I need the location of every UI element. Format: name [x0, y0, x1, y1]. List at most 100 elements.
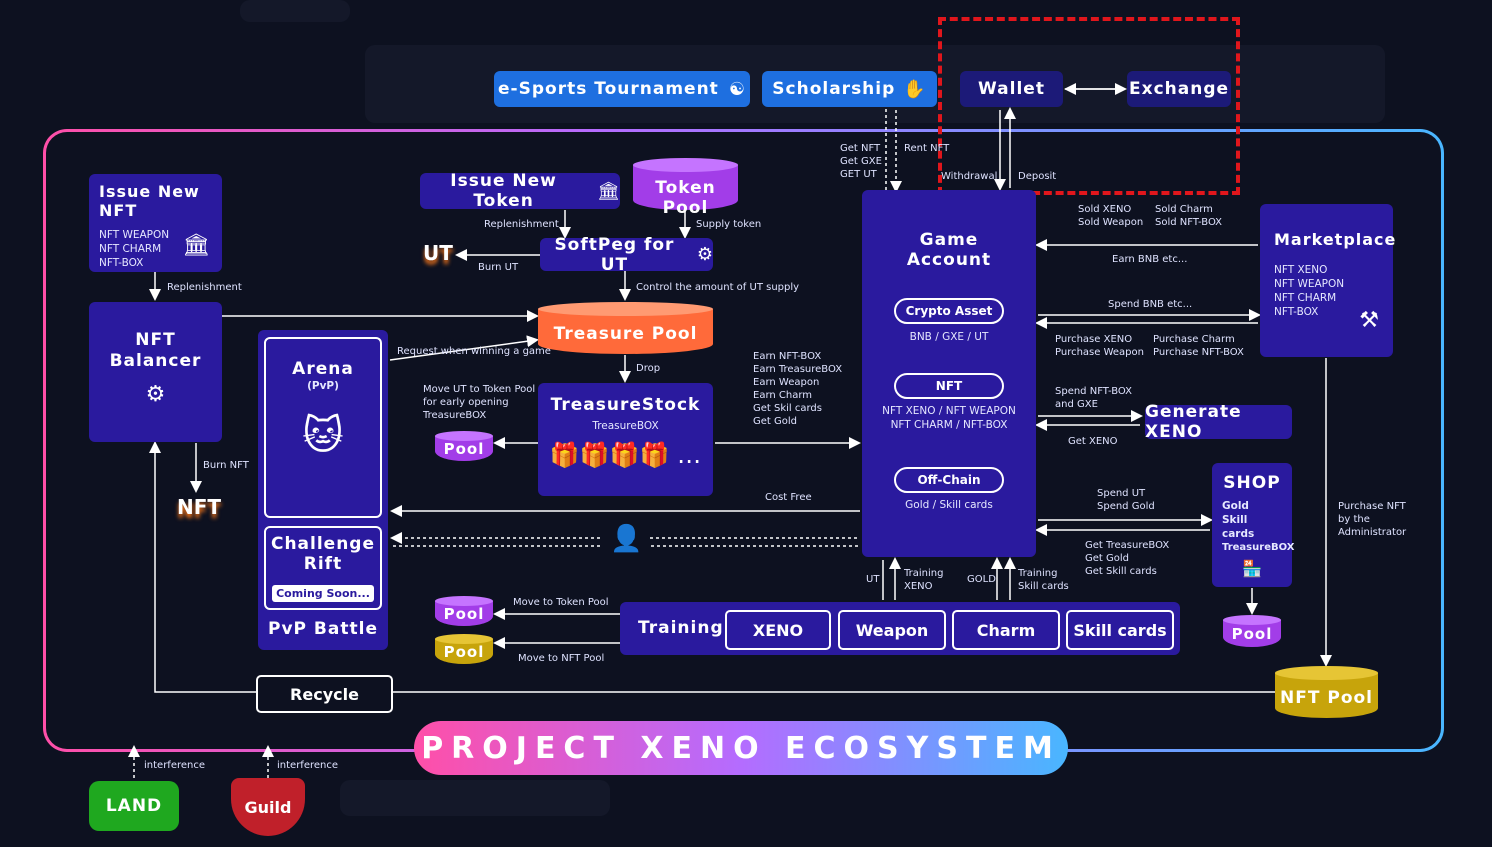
issue-nft-item: NFT WEAPON [99, 229, 170, 241]
earn-label: Earn NFT-BOX Earn TreasureBOX Earn Weapo… [753, 351, 843, 427]
training-xeno-label: Training XENO [904, 568, 944, 592]
treasure-chest-icon: 🎁🎁🎁🎁 … [549, 441, 702, 469]
nft-balancer-box: NFT Balancer ⚙ [89, 302, 222, 442]
get-xeno-label: Get XENO [1068, 436, 1118, 447]
esports-tournament-box: e-Sports Tournament ☯ [494, 71, 750, 107]
marketplace-item: NFT XENO [1274, 264, 1328, 276]
treasure-stock-title: TreasureStock [550, 395, 701, 415]
move-token-label: Move to Token Pool [513, 597, 609, 608]
rent-nft-label: Rent NFT [904, 143, 950, 154]
ut-label: UT [866, 574, 880, 585]
bg-blur [240, 0, 350, 22]
purchase-left-label: Purchase XENO Purchase Weapon [1055, 334, 1144, 358]
supply-token-label: Supply token [696, 219, 762, 230]
ecosystem-banner: PROJECT XENO ECOSYSTEM [414, 721, 1068, 775]
user-icon: 👤 [610, 524, 643, 554]
shop-item: Gold [1222, 500, 1249, 512]
marketplace-box: Marketplace NFT XENO NFT WEAPON NFT CHAR… [1260, 204, 1397, 357]
training-pool-cylinder: Pool [435, 596, 493, 626]
marketplace-title: Marketplace [1274, 230, 1397, 249]
spend-nftbox-label: Spend NFT-BOX and GXE [1055, 386, 1132, 410]
token-pool-label: Token Pool [655, 178, 716, 218]
pool-label: Pool [443, 440, 485, 458]
training-tab-charm: Charm [952, 610, 1060, 650]
esports-label: e-Sports Tournament [498, 79, 719, 99]
spend-ut-label: Spend UT Spend Gold [1097, 488, 1155, 512]
drop-label: Drop [636, 363, 661, 374]
move-nft-label: Move to NFT Pool [518, 653, 605, 664]
replenishment-label: Replenishment [167, 282, 242, 293]
gear-icon: ⚙ [696, 244, 713, 265]
treasure-pool-label: Treasure Pool [553, 324, 698, 344]
issue-new-token-box: Issue New Token 🏛 [420, 171, 620, 211]
wallet-box: Wallet [960, 71, 1063, 107]
shop-pool-label: Pool [1231, 625, 1273, 643]
arena-title: Arena [292, 359, 354, 379]
bg-blur [340, 780, 610, 816]
get-treasurebox-label: Get TreasureBOX Get Gold Get Skill cards [1085, 540, 1170, 577]
request-label: Request when winning a game [397, 346, 551, 357]
training-gold-pool-label: Pool [443, 643, 485, 661]
marketplace-item: NFT CHARM [1274, 292, 1337, 304]
group-icon: ☯ [728, 78, 746, 100]
nft-balancer-title: NFT Balancer [109, 330, 202, 371]
pvp-battle-title: PvP Battle [268, 619, 378, 639]
bank-icon: 🏛 [182, 233, 210, 258]
training-pool-label: Pool [443, 605, 485, 623]
treasure-stock-subtitle: TreasureBOX [592, 420, 659, 432]
characters-icon: 🐱 [302, 413, 344, 459]
sold-right-label: Sold Charm Sold NFT-BOX [1155, 204, 1223, 228]
scholarship-label: Scholarship [772, 79, 896, 99]
interference-label: interference [144, 760, 206, 771]
purchase-admin-label: Purchase NFT by the Administrator [1338, 501, 1407, 538]
withdrawal-label: Withdrawal [941, 171, 998, 182]
handshake-icon: ✋ [903, 78, 927, 100]
burn-nft-label: Burn NFT [203, 460, 249, 471]
shop-title: SHOP [1223, 473, 1281, 493]
exchange-label: Exchange [1128, 79, 1230, 99]
pool-cylinder: Pool [435, 431, 493, 461]
sold-left-label: Sold XENO Sold Weapon [1078, 204, 1144, 228]
crypto-asset-tag: Crypto Asset [894, 298, 1004, 324]
issue-new-token-title: Issue New Token [450, 171, 557, 211]
shop-box: SHOP Gold Skill cards TreasureBOX 🏪 [1212, 463, 1294, 587]
wallet-label: Wallet [978, 79, 1045, 99]
coming-soon-badge: Coming Soon... [272, 585, 374, 602]
arena-subtitle: (PvP) [307, 380, 339, 392]
marketplace-item: NFT WEAPON [1274, 278, 1345, 290]
issue-new-nft-box: Issue New NFT NFT WEAPON NFT CHARM NFT-B… [89, 174, 222, 272]
crypto-asset-values: BNB / GXE / UT [909, 331, 989, 343]
recycle-box: Recycle [256, 675, 393, 713]
earn-bnb-label: Earn BNB etc... [1112, 254, 1188, 265]
scholarship-box: Scholarship ✋ [762, 71, 937, 107]
marketplace-item: NFT-BOX [1274, 306, 1319, 318]
gold-label: GOLD [967, 574, 996, 585]
gavel-icon: ⚒ [1359, 308, 1379, 333]
highlight-dashed-box [938, 17, 1240, 195]
treasure-pool-cylinder: Treasure Pool [538, 302, 713, 354]
land-badge: LAND [89, 781, 179, 831]
game-account-box: Game Account Crypto Asset BNB / GXE / UT… [862, 190, 1036, 557]
training-title: Training [638, 618, 724, 638]
softpeg-title: SoftPeg for UT [554, 234, 675, 275]
interference-label: interference [277, 760, 339, 771]
get-nft-label: Get NFT Get GXE GET UT [840, 143, 882, 180]
gear-icon: ⚙ [145, 382, 166, 407]
nft-burn-icon: NFT [177, 495, 222, 519]
challenge-rift-card: Challenge Rift Coming Soon... [264, 526, 382, 610]
control-supply-label: Control the amount of UT supply [636, 282, 800, 293]
nft-tag: NFT [894, 373, 1004, 399]
training-tab-weapon: Weapon [838, 610, 946, 650]
token-replenishment-label: Replenishment [484, 219, 559, 230]
offchain-values: Gold / Skill cards [905, 499, 993, 511]
shop-item: Skill cards [1222, 514, 1255, 540]
deposit-label: Deposit [1018, 171, 1057, 182]
purchase-right-label: Purchase Charm Purchase NFT-BOX [1153, 334, 1244, 358]
training-bar: Training XENO Weapon Charm Skill cards [620, 602, 1180, 655]
arena-card: Arena (PvP) 🐱 [264, 337, 382, 518]
training-gold-pool-cylinder: Pool [435, 634, 493, 664]
challenge-rift-title: Challenge Rift [270, 534, 376, 574]
offchain-tag: Off-Chain [894, 467, 1004, 493]
game-account-title: Game Account [906, 230, 992, 270]
